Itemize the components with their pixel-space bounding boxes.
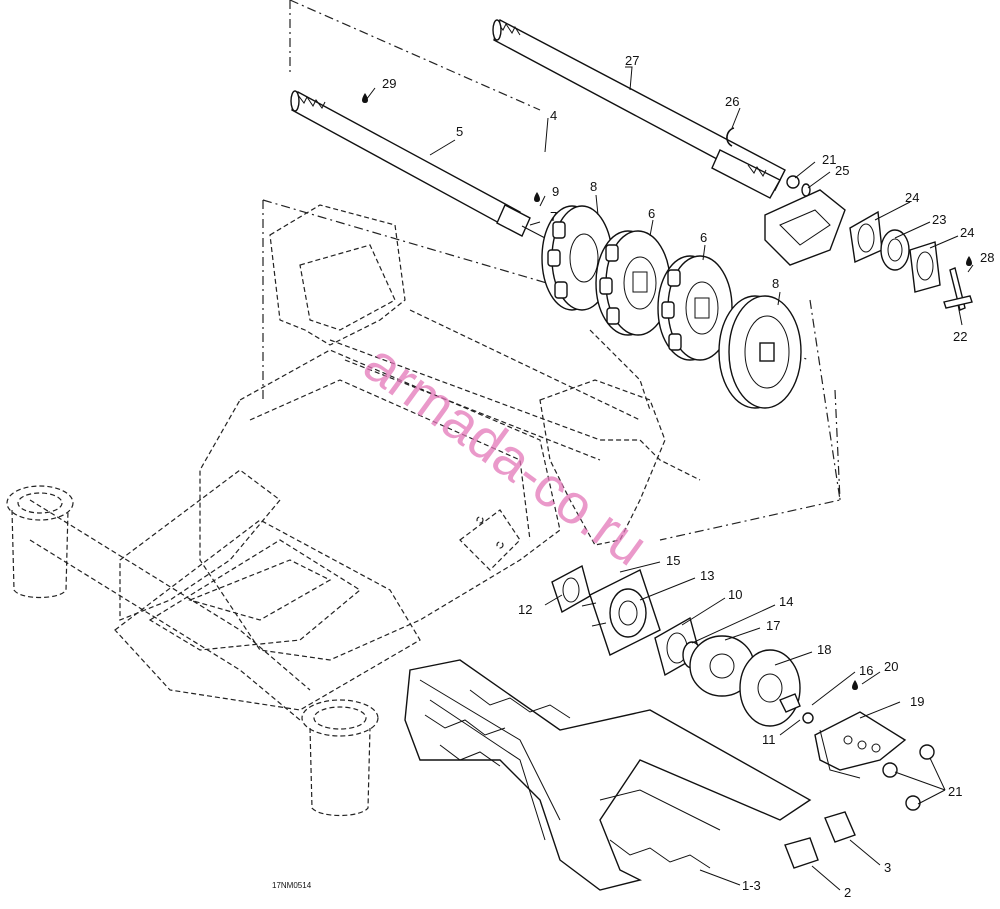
oil-drop-icon [534, 192, 540, 202]
callout-8-front: 8 [772, 276, 779, 291]
oil-drop-icon [966, 256, 972, 266]
bearing-assembly-upper [764, 175, 973, 311]
callout-25: 25 [835, 163, 849, 178]
callout-13: 13 [700, 568, 714, 583]
callout-9: 9 [552, 184, 559, 199]
drive-axle-lower [290, 90, 546, 239]
callout-24-right: 24 [960, 225, 974, 240]
callout-18: 18 [817, 642, 831, 657]
callout-4: 4 [550, 108, 557, 123]
callout-21-lower: 21 [948, 784, 962, 799]
callout-28: 28 [980, 250, 994, 265]
callout-5: 5 [456, 124, 463, 139]
bearing-assembly-lower [551, 564, 814, 727]
callout-17: 17 [766, 618, 780, 633]
callout-12: 12 [518, 602, 532, 617]
track [404, 659, 812, 891]
figure-code: 17NM0514 [272, 881, 312, 890]
callout-14: 14 [779, 594, 793, 609]
oil-drop-icon [852, 680, 858, 690]
sprocket-8-front [718, 295, 802, 409]
callout-11: 11 [762, 732, 776, 747]
callout-23: 23 [932, 212, 946, 227]
callout-22: 22 [953, 329, 967, 344]
callout-6-right: 6 [700, 230, 707, 245]
oil-drop-icon [362, 93, 368, 103]
sprocket-6-right [657, 255, 733, 361]
snap-ring-26 [726, 127, 735, 147]
callout-19: 19 [910, 694, 924, 709]
callout-1-3: 1-3 [742, 878, 761, 893]
projection-box [262, 0, 841, 541]
callout-16: 16 [859, 663, 873, 678]
callout-10: 10 [728, 587, 742, 602]
leader-lines [365, 66, 974, 891]
callout-20: 20 [884, 659, 898, 674]
callout-15: 15 [666, 553, 680, 568]
callout-26: 26 [725, 94, 739, 109]
watermark: armada-co.ru [353, 331, 659, 578]
callout-8-rear: 8 [590, 179, 597, 194]
callout-6-left: 6 [648, 206, 655, 221]
drive-axle-upper [492, 18, 786, 199]
track-clips [784, 811, 856, 869]
idler-bracket [814, 711, 935, 811]
callout-labels: 27 26 29 5 4 21 25 9 7 8 6 6 24 23 24 28… [382, 53, 994, 900]
sprocket-6-left [595, 230, 671, 336]
callout-2: 2 [844, 885, 851, 900]
callout-21-upper: 21 [822, 152, 836, 167]
callout-7: 7 [550, 209, 557, 224]
callout-24-left: 24 [905, 190, 919, 205]
frame-tunnel [6, 204, 701, 817]
callout-3: 3 [884, 860, 891, 875]
callout-27: 27 [625, 53, 639, 68]
callout-29: 29 [382, 76, 396, 91]
